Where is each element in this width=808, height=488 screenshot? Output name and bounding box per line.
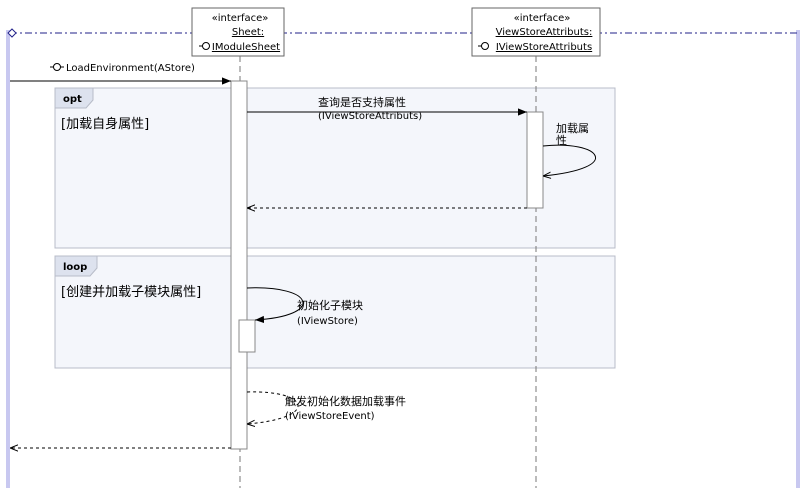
lifeline-viewstoreattributs-header bbox=[471, 7, 601, 57]
message-self-load-label-1: 加载属 bbox=[556, 122, 589, 135]
loop-guard: [创建并加载子模块属性] bbox=[61, 285, 201, 300]
message-self-load-label-2: 性 bbox=[556, 133, 567, 147]
opt-operator-label: opt bbox=[63, 94, 82, 105]
interface-lollipop-icon bbox=[478, 42, 489, 50]
message-fire-event-label: 触发初始化数据加载事件 bbox=[285, 394, 406, 408]
lifeline-sheet-name: Sheet: bbox=[232, 27, 264, 38]
lifeline-viewstoreattributs-type: IViewStoreAttributs bbox=[496, 42, 592, 53]
message-load-environment: LoadEnvironment(AStore) bbox=[10, 63, 231, 85]
activation-sheet-nested bbox=[238, 319, 256, 353]
message-init-child-module: 初始化子模块 (IViewStore) bbox=[246, 287, 363, 327]
diagram-corner-icon bbox=[7, 28, 17, 38]
interface-lollipop-icon bbox=[50, 63, 64, 71]
message-fire-event-interface: (IViewStoreEvent) bbox=[285, 411, 375, 422]
message-query-attributes: 查询是否支持属性 (IViewStoreAttributs) bbox=[247, 95, 527, 122]
lifeline-sheet-type: IModuleSheet bbox=[212, 42, 280, 53]
lifeline-sheet-stereotype: «interface» bbox=[212, 13, 269, 24]
message-load-environment-label: LoadEnvironment(AStore) bbox=[66, 63, 195, 74]
message-query-interface: (IViewStoreAttributs) bbox=[318, 111, 422, 122]
right-margin-bar bbox=[796, 30, 800, 488]
left-margin-bar bbox=[6, 30, 10, 488]
loop-operator-label: loop bbox=[63, 262, 87, 273]
message-query-label: 查询是否支持属性 bbox=[318, 95, 406, 109]
message-self-load-attributes: 加载属 性 bbox=[543, 122, 596, 176]
activation-sheet-main bbox=[230, 80, 248, 450]
message-init-child-label: 初始化子模块 bbox=[297, 298, 363, 312]
interface-lollipop-icon bbox=[199, 42, 210, 50]
loop-fragment: loop [创建并加载子模块属性] bbox=[54, 255, 616, 369]
opt-fragment: opt [加载自身属性] bbox=[54, 87, 616, 249]
activation-viewstoreattributs bbox=[526, 111, 544, 209]
message-init-child-interface: (IViewStore) bbox=[297, 316, 358, 327]
lifeline-viewstoreattributs-stereotype: «interface» bbox=[514, 13, 571, 24]
lifeline-viewstoreattributs-name: ViewStoreAttributs: bbox=[496, 27, 593, 38]
opt-guard: [加载自身属性] bbox=[61, 116, 149, 132]
lifeline-viewstoreattributs: «interface» ViewStoreAttributs: IViewSto… bbox=[471, 7, 601, 488]
message-fire-init-event: 触发初始化数据加载事件 (IViewStoreEvent) bbox=[247, 391, 406, 424]
